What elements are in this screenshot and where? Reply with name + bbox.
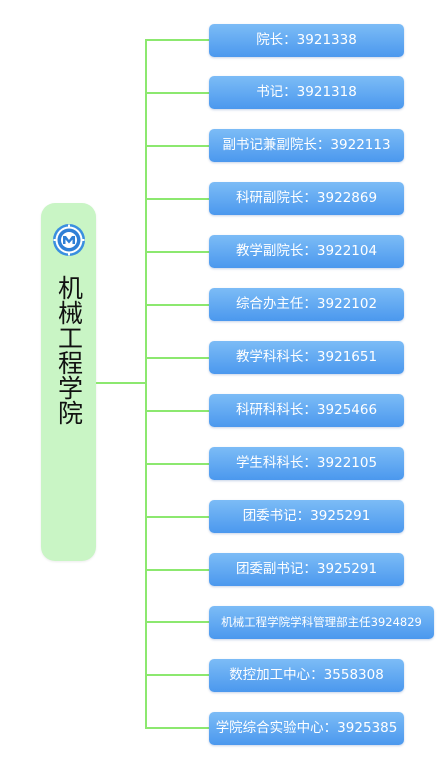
root-title: 机械工程学院 [54,275,84,425]
branch-line [145,39,209,41]
child-node: 学院综合实验中心：3925385 [209,711,404,745]
child-node: 院长：3921338 [209,23,404,57]
child-node: 学生科科长：3922105 [209,447,404,481]
child-node: 数控加工中心：3558308 [209,658,404,692]
child-node: 书记：3921318 [209,76,404,110]
child-node: 副书记兼副院长：3922113 [209,129,404,163]
branch-line [145,144,209,147]
child-node: 机械工程学院学科管理部主任3924829 [209,605,434,639]
trunk-line [145,39,147,730]
child-node: 教学副院长：3922104 [209,235,404,269]
branch-line [145,250,209,253]
child-node: 团委书记：3925291 [209,500,404,534]
university-seal-icon [52,224,85,256]
branch-line [145,462,209,465]
branch-line [145,674,209,677]
branch-line [145,409,209,412]
root-node: 机械工程学院 [41,203,96,561]
branch-line [145,515,209,518]
branch-line [145,356,209,359]
child-node: 团委副书记：3925291 [209,553,404,586]
child-node: 教学科科长：3921651 [209,341,404,375]
branch-line [145,568,209,571]
branch-line [145,727,209,730]
root-connector-line [96,382,145,384]
branch-line [145,621,209,624]
child-node: 科研副院长：3922869 [209,182,404,216]
branch-line [145,91,209,94]
branch-line [145,197,209,200]
child-node: 科研科科长：3925466 [209,394,404,428]
branch-line [145,303,209,306]
child-node: 综合办主任：3922102 [209,288,404,322]
